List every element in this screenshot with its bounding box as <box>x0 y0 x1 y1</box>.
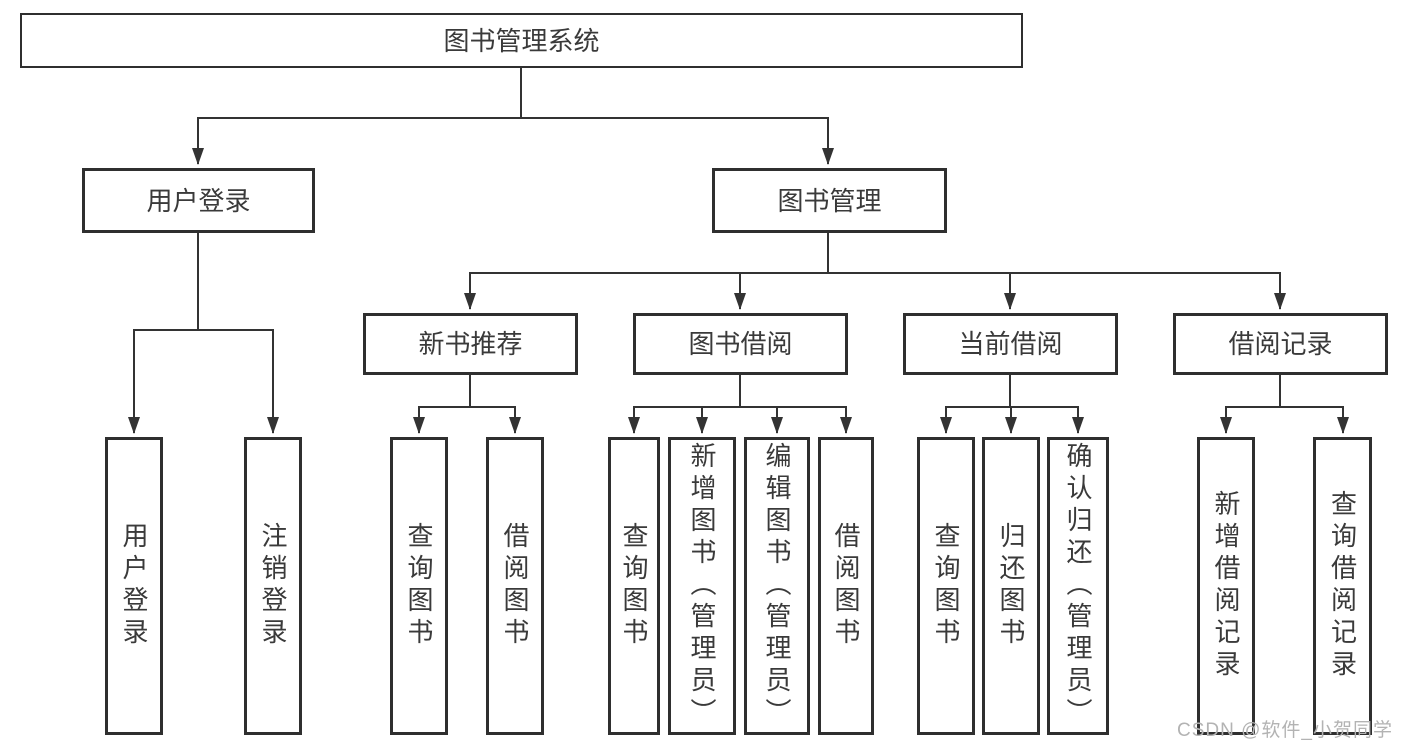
leaf-edit-book-admin: 编辑图书（管理员） <box>744 437 810 735</box>
leaf-query-books-borrow: 查询图书 <box>608 437 660 735</box>
leaf-logout: 注销登录 <box>244 437 302 735</box>
node-borrow-records: 借阅记录 <box>1173 313 1388 375</box>
leaf-borrow-books-recommend: 借阅图书 <box>486 437 544 735</box>
leaf-query-borrow-record: 查询借阅记录 <box>1313 437 1372 735</box>
node-user-login: 用户登录 <box>82 168 315 233</box>
node-current-borrow: 当前借阅 <box>903 313 1118 375</box>
leaf-confirm-return-admin: 确认归还（管理员） <box>1047 437 1109 735</box>
node-book-management: 图书管理 <box>712 168 947 233</box>
node-new-book-recommend: 新书推荐 <box>363 313 578 375</box>
leaf-user-login: 用户登录 <box>105 437 163 735</box>
leaf-add-book-admin: 新增图书（管理员） <box>668 437 736 735</box>
node-library-management-system: 图书管理系统 <box>20 13 1023 68</box>
leaf-query-books-current: 查询图书 <box>917 437 975 735</box>
leaf-query-books-recommend: 查询图书 <box>390 437 448 735</box>
leaf-borrow-books: 借阅图书 <box>818 437 874 735</box>
node-book-borrow: 图书借阅 <box>633 313 848 375</box>
leaf-add-borrow-record: 新增借阅记录 <box>1197 437 1255 735</box>
leaf-return-books: 归还图书 <box>982 437 1040 735</box>
